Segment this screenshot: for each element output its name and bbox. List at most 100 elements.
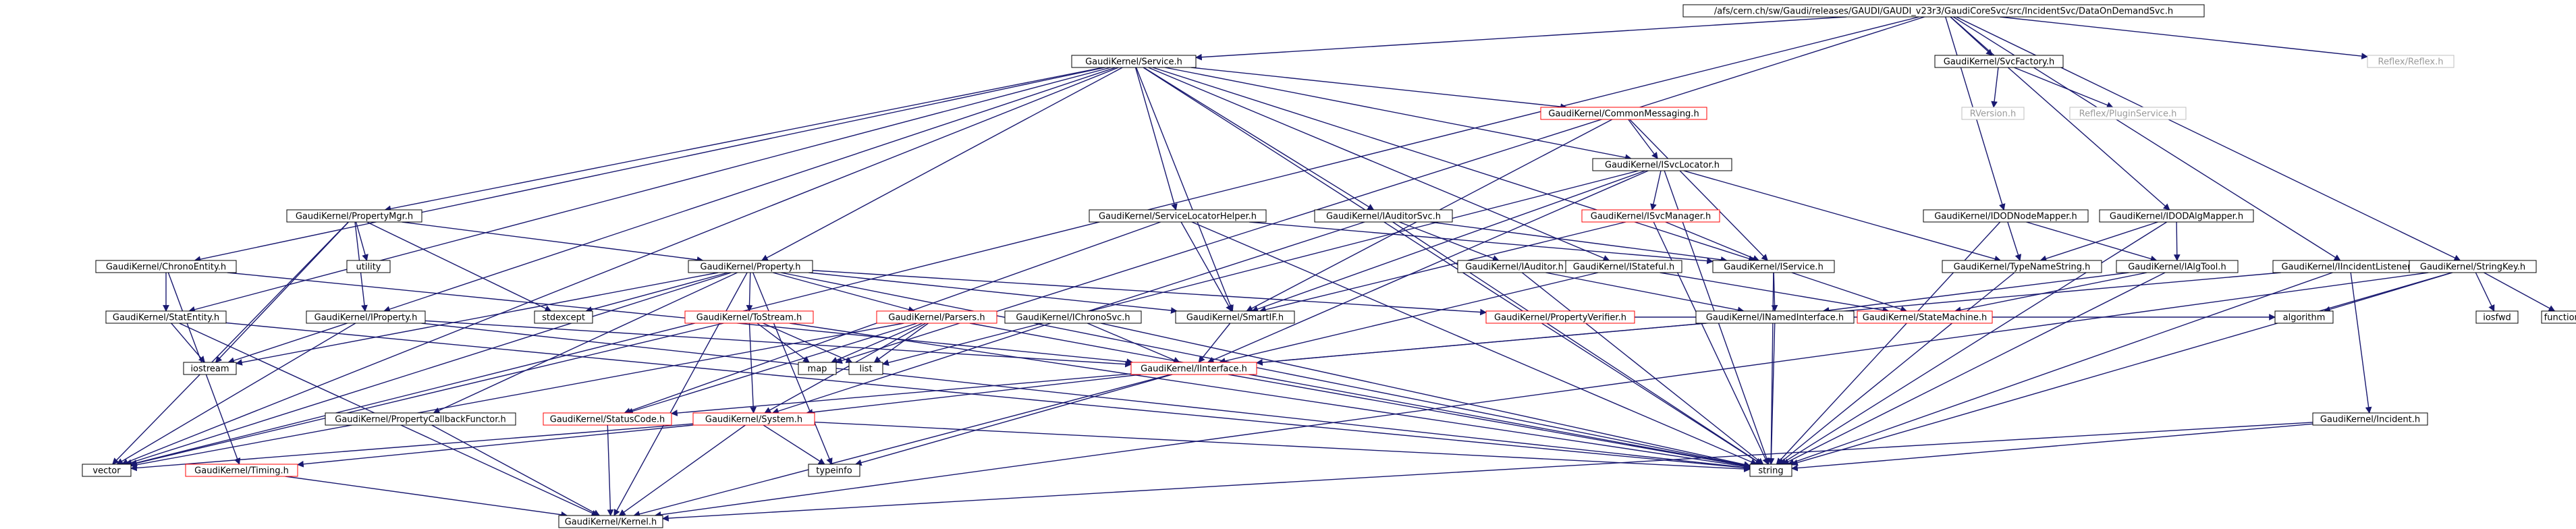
node-box-propertyverifier [1485, 310, 1635, 324]
node-propertymgr[interactable]: GaudiKernel/PropertyMgr.h [286, 209, 422, 223]
edge-iservice-to-inamedinterface [1771, 272, 1778, 312]
edge-svcfactory-to-pluginsvc [2014, 67, 2114, 109]
node-functional[interactable]: functional [2541, 310, 2576, 324]
edge-isvcmanager-to-iservice [1665, 221, 1760, 262]
node-propertycallback[interactable]: GaudiKernel/PropertyCallbackFunctor.h [325, 412, 516, 426]
node-label-chronoentity: GaudiKernel/ChronoEntity.h [106, 262, 226, 273]
edge-servicelocatorhelper-to-iservice [1249, 221, 1714, 264]
edge-typenamestring-to-string [1778, 272, 2015, 465]
node-commonmsg[interactable]: GaudiKernel/CommonMessaging.h [1540, 107, 1707, 120]
node-box-iauditorsvc [1314, 209, 1453, 223]
node-box-kernel [558, 515, 663, 528]
edge-system-to-typeinfo [763, 424, 825, 465]
node-propertyverifier[interactable]: GaudiKernel/PropertyVerifier.h [1485, 310, 1635, 324]
node-iservice[interactable]: GaudiKernel/IService.h [1712, 260, 1835, 273]
node-label-list: list [859, 364, 872, 374]
node-map[interactable]: map [798, 362, 837, 375]
node-iinterface[interactable]: GaudiKernel/IInterface.h [1130, 362, 1257, 375]
node-svcfactory[interactable]: GaudiKernel/SvcFactory.h [1934, 55, 2064, 68]
edge-ichronosvc-to-string [1100, 323, 1751, 468]
node-iincidentlistener[interactable]: GaudiKernel/IIncidentListener.h [2272, 260, 2428, 273]
node-string[interactable]: string [1749, 464, 1792, 477]
node-label-isvclocator: GaudiKernel/ISvcLocator.h [1605, 161, 1720, 171]
node-ialgtool[interactable]: GaudiKernel/IAlgTool.h [2116, 260, 2239, 273]
edge-root-to-map [835, 16, 1925, 364]
node-typenamestring[interactable]: GaudiKernel/TypeNameString.h [1942, 260, 2102, 273]
edge-iodatamgr-to-typenamestring [2007, 221, 2022, 261]
edge-iauditorsvc-to-iservice [1430, 221, 1728, 263]
node-ichronosvc[interactable]: GaudiKernel/IChronoSvc.h [1004, 310, 1142, 324]
node-label-pluginsvc: Reflex/PluginService.h [2079, 109, 2177, 119]
node-typeinfo[interactable]: typeinfo [808, 464, 860, 477]
node-isvcmanager[interactable]: GaudiKernel/ISvcManager.h [1581, 209, 1720, 223]
node-label-iservice: GaudiKernel/IService.h [1724, 262, 1824, 273]
node-stdexcept[interactable]: stdexcept [534, 310, 593, 324]
edge-statentity-to-iostream [171, 323, 205, 363]
edge-iauditor-to-inamedinterface [1545, 272, 1745, 314]
node-iodatamgr[interactable]: GaudiKernel/IDODNodeMapper.h [1923, 209, 2089, 223]
node-servicelocatorhelper[interactable]: GaudiKernel/ServiceLocatorHelper.h [1089, 209, 1267, 223]
node-box-iodatamgr [1923, 209, 2089, 223]
node-incident[interactable]: GaudiKernel/Incident.h [2312, 412, 2428, 426]
node-pluginsvc: Reflex/PluginService.h [2069, 107, 2187, 120]
node-label-iinterface: GaudiKernel/IInterface.h [1141, 364, 1247, 374]
node-statuscode[interactable]: GaudiKernel/StatusCode.h [543, 412, 672, 426]
node-istateful[interactable]: GaudiKernel/IStateful.h [1565, 260, 1682, 273]
node-list[interactable]: list [848, 362, 883, 375]
edge-parsers-to-statuscode [626, 323, 918, 415]
edge-isvclocator-to-iinterface [1207, 170, 1649, 363]
node-statentity[interactable]: GaudiKernel/StatEntity.h [105, 310, 227, 324]
node-iosfwd[interactable]: iosfwd [2475, 310, 2519, 324]
node-property[interactable]: GaudiKernel/Property.h [688, 260, 813, 273]
node-iostream[interactable]: iostream [183, 362, 237, 375]
edge-istateful-to-iinterface [1219, 272, 1599, 364]
edge-propertymgr-to-iostream [215, 221, 349, 363]
node-box-utility [346, 260, 391, 273]
edge-statentity-to-string [225, 322, 1751, 472]
node-label-svcfactory: GaudiKernel/SvcFactory.h [1944, 57, 2054, 67]
node-system[interactable]: GaudiKernel/System.h [692, 412, 815, 426]
edge-isvclocator-to-list [882, 170, 1639, 366]
edge-service-to-iauditorsvc [1143, 67, 1375, 211]
node-vector[interactable]: vector [82, 464, 132, 477]
node-label-istateful: GaudiKernel/IStateful.h [1573, 262, 1674, 273]
node-tostream[interactable]: GaudiKernel/ToStream.h [684, 310, 814, 324]
node-label-propertycallback: GaudiKernel/PropertyCallbackFunctor.h [335, 415, 506, 425]
node-algorithm[interactable]: algorithm [2274, 310, 2334, 324]
edge-iproperty-to-iinterface [424, 320, 1132, 368]
node-inamedinterface[interactable]: GaudiKernel/INamedInterface.h [1695, 310, 1855, 324]
edge-propertymgr-to-property [402, 221, 704, 263]
node-statemachine[interactable]: GaudiKernel/StateMachine.h [1857, 310, 1993, 324]
node-kernel[interactable]: GaudiKernel/Kernel.h [558, 515, 663, 528]
node-timing[interactable]: GaudiKernel/Timing.h [185, 464, 298, 477]
node-label-statentity: GaudiKernel/StatEntity.h [113, 313, 219, 323]
edge-inamedinterface-to-string [1767, 323, 1776, 465]
node-box-ichronosvc [1004, 310, 1142, 324]
edge-tostream-to-string [789, 323, 1751, 470]
node-root[interactable]: /afs/cern.ch/sw/Gaudi/releases/GAUDI/GAU… [1682, 4, 2205, 18]
edge-service-to-servicelocatorhelper [1134, 67, 1178, 211]
node-isvclocator[interactable]: GaudiKernel/ISvcLocator.h [1592, 158, 1732, 171]
node-label-service: GaudiKernel/Service.h [1085, 57, 1182, 67]
node-iproperty[interactable]: GaudiKernel/IProperty.h [306, 310, 426, 324]
node-box-statentity [105, 310, 227, 324]
node-parsers[interactable]: GaudiKernel/Parsers.h [876, 310, 997, 324]
node-service[interactable]: GaudiKernel/Service.h [1071, 55, 1197, 68]
node-stringkey[interactable]: GaudiKernel/StringKey.h [2409, 260, 2537, 273]
node-iauditorsvc[interactable]: GaudiKernel/IAuditorSvc.h [1314, 209, 1453, 223]
node-iodalgmapper[interactable]: GaudiKernel/IDODAlgMapper.h [2099, 209, 2254, 223]
node-utility[interactable]: utility [346, 260, 391, 273]
node-label-iincidentlistener: GaudiKernel/IIncidentListener.h [2281, 262, 2418, 273]
edge-iodalgmapper-to-ialgtool [2173, 221, 2181, 261]
node-box-iodalgmapper [2099, 209, 2254, 223]
node-label-reflex: Reflex/Reflex.h [2378, 57, 2444, 67]
node-label-iosfwd: iosfwd [2483, 313, 2511, 323]
node-smartifh[interactable]: GaudiKernel/SmartIF.h [1175, 310, 1295, 324]
edge-parsers-to-list [873, 323, 929, 363]
edge-smartifh-to-iinterface [1198, 323, 1231, 363]
node-box-rversion [1961, 107, 2025, 120]
edge-commonmsg-to-isvclocator [1628, 119, 1658, 159]
node-chronoentity[interactable]: GaudiKernel/ChronoEntity.h [95, 260, 237, 273]
node-box-algorithm [2274, 310, 2334, 324]
node-iauditor[interactable]: GaudiKernel/IAuditor.h [1457, 260, 1572, 273]
